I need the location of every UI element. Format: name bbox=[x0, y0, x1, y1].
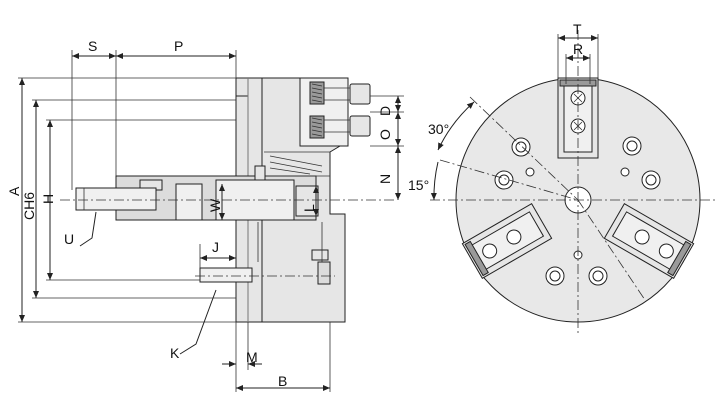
dim-label-l: L bbox=[301, 204, 317, 212]
lower-port bbox=[199, 222, 331, 285]
dim-label-n: N bbox=[377, 174, 393, 184]
dim-label-s: S bbox=[88, 38, 97, 54]
dim-label-k: K bbox=[170, 345, 180, 361]
jaw-lower-right bbox=[603, 202, 695, 280]
front-view: T R 30° 15° bbox=[408, 21, 715, 335]
dim-label-a: A bbox=[6, 186, 22, 196]
bolt-holes bbox=[494, 136, 661, 286]
dim-label-w: W bbox=[207, 198, 223, 212]
dim-label-t: T bbox=[573, 21, 582, 37]
dim-label-ch6: CH6 bbox=[21, 192, 37, 220]
dim-label-j: J bbox=[212, 239, 219, 255]
dim-label-m: M bbox=[246, 349, 258, 365]
jaw-lower-left bbox=[461, 202, 553, 280]
angle-label-15: 15° bbox=[408, 177, 429, 193]
dim-label-p: P bbox=[174, 38, 183, 54]
dim-label-o: O bbox=[377, 129, 393, 140]
dim-label-r: R bbox=[573, 41, 583, 57]
dim-label-h: H bbox=[40, 194, 56, 204]
dim-label-b: B bbox=[278, 373, 287, 389]
dim-label-d: D bbox=[377, 106, 393, 116]
top-jaw bbox=[299, 77, 371, 147]
dim-label-u: U bbox=[64, 231, 74, 247]
side-view: A CH6 H S P U W L J K bbox=[6, 38, 404, 392]
angle-label-30: 30° bbox=[428, 121, 449, 137]
